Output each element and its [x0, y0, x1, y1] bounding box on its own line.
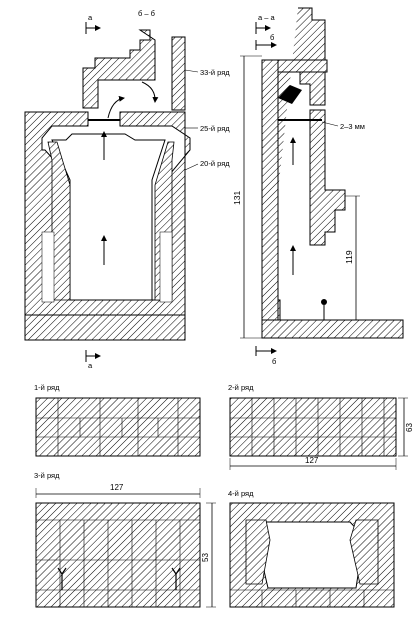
row-33-label: 33-й ряд [200, 68, 230, 77]
plan-row-1 [35, 397, 201, 457]
section-marker-b-bottom: б [272, 357, 276, 366]
plan-3-label: 3-й ряд [34, 471, 60, 480]
height-total-dim: 131 [232, 191, 242, 205]
plan-2-depth-dim: 63 [405, 423, 414, 432]
side-section [240, 7, 404, 356]
plan-3-width-dim: 127 [110, 483, 124, 492]
plan-3-depth-dim: 53 [201, 553, 210, 562]
plan-row-3 [35, 488, 216, 608]
height-lower-dim: 119 [344, 250, 354, 264]
plan-2-label: 2-й ряд [228, 383, 254, 392]
plan-1-label: 1-й ряд [34, 383, 60, 392]
gap-label: 2–3 мм [340, 122, 365, 131]
plan-row-4 [229, 502, 395, 608]
plan-2-width-dim: 127 [305, 456, 319, 465]
section-bb-label: б – б [138, 9, 155, 18]
section-marker-b-top: б [270, 33, 274, 42]
row-20-label: 20-й ряд [200, 159, 230, 168]
section-marker-a-bottom: а [88, 361, 93, 370]
row-25-label: 25-й ряд [200, 124, 230, 133]
front-section [24, 22, 199, 362]
plan-4-label: 4-й ряд [228, 489, 254, 498]
section-marker-a-top: а [88, 13, 93, 22]
plan-row-2 [229, 397, 408, 470]
section-aa-label: а – а [258, 13, 276, 22]
